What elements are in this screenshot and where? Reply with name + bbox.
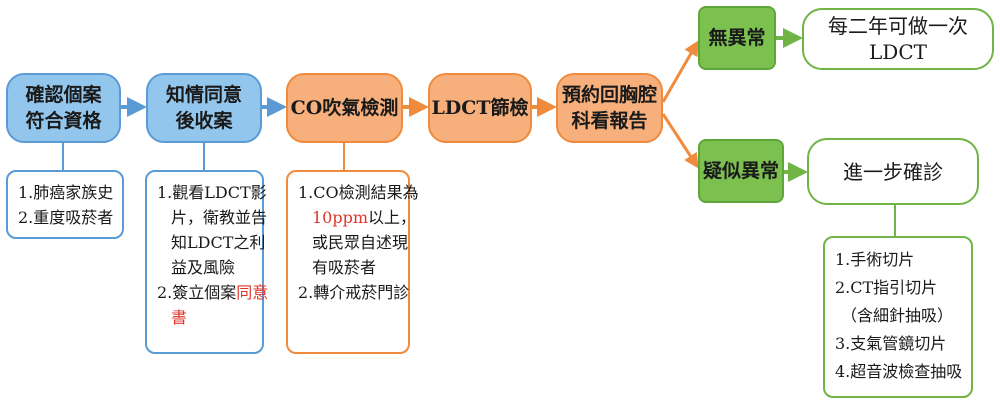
- step-consent: 知情同意後收案: [146, 73, 262, 143]
- note-eligibility-item-2: 2.重度吸菸者: [18, 208, 114, 227]
- note-confirm-item-4: 4.超音波檢查抽吸: [835, 362, 963, 381]
- step-eligibility-line1: 確認個案: [25, 84, 102, 106]
- note-co-line-5: 2.轉介戒菸門診: [298, 283, 410, 302]
- step-report: 預約回胸腔科看報告: [556, 73, 663, 143]
- step-eligibility: 確認個案符合資格: [6, 73, 121, 143]
- result-confirm: 進一步確診: [807, 138, 979, 205]
- step-ldct: LDCT篩檢: [428, 73, 532, 143]
- step-co-test: CO吹氣檢測: [286, 73, 403, 143]
- outcome-normal-label: 無異常: [708, 27, 766, 49]
- outcome-suspect-label: 疑似異常: [702, 160, 779, 182]
- arrow-report-to-suspect: [661, 113, 699, 169]
- step-consent-line2: 後收案: [175, 110, 233, 132]
- note-consent-line-5: 2.簽立個案同意: [157, 280, 268, 305]
- step-report-line1: 預約回胸腔: [561, 84, 657, 106]
- outcome-suspect: 疑似異常: [698, 139, 784, 203]
- note-co-line-4: 有吸菸者: [312, 258, 377, 277]
- note-confirm-item-1: 1.手術切片: [835, 250, 915, 269]
- note-confirm-item-3: 3.支氣管鏡切片: [835, 334, 947, 353]
- note-consent-line-1: 1.觀看LDCT影: [157, 183, 267, 202]
- step-ldct-label: LDCT篩檢: [431, 97, 529, 119]
- note-confirm-item-2-detail: （含細針抽吸）: [841, 306, 954, 325]
- arrow-report-to-normal: [661, 40, 699, 103]
- step-report-line2: 科看報告: [571, 110, 648, 132]
- note-co-line-2-text: 以上，: [368, 208, 417, 227]
- step-consent-line1: 知情同意: [165, 84, 242, 106]
- note-co-line-2: 10ppm以上，: [298, 205, 416, 230]
- result-confirm-label: 進一步確診: [843, 159, 943, 184]
- note-co-line-1: 1.CO檢測結果為: [298, 183, 419, 202]
- note-co-test: 1.CO檢測結果為 10ppm以上， 或民眾自述現 有吸菸者 2.轉介戒菸門診: [286, 170, 419, 354]
- step-eligibility-line2: 符合資格: [25, 110, 102, 132]
- note-co-line-3: 或民眾自述現: [312, 233, 409, 252]
- co-threshold-highlight: 10ppm: [312, 208, 369, 227]
- step-co-test-label: CO吹氣檢測: [290, 97, 399, 119]
- result-biennial: 每二年可做一次LDCT: [802, 8, 994, 70]
- note-eligibility: 1.肺癌家族史 2.重度吸菸者: [6, 170, 124, 239]
- note-eligibility-item-1: 1.肺癌家族史: [18, 183, 114, 202]
- consent-form-highlight: 同意: [236, 283, 269, 302]
- note-consent-line-3: 知LDCT之利: [171, 233, 266, 252]
- note-confirm: 1.手術切片 2.CT指引切片 （含細針抽吸） 3.支氣管鏡切片 4.超音波檢查…: [823, 236, 973, 398]
- note-consent-line-5-text: 2.簽立個案: [157, 283, 237, 302]
- outcome-normal: 無異常: [698, 6, 776, 70]
- note-consent-line-6: 書: [171, 308, 188, 327]
- note-consent-line-4: 益及風險: [171, 258, 236, 277]
- note-confirm-item-2: 2.CT指引切片: [835, 278, 938, 297]
- result-biennial-label: 每二年可做一次LDCT: [828, 14, 968, 64]
- note-consent: 1.觀看LDCT影 片，衛教並告 知LDCT之利 益及風險 2.簽立個案同意 書: [145, 170, 268, 354]
- note-consent-line-2: 片，衛教並告: [171, 208, 268, 227]
